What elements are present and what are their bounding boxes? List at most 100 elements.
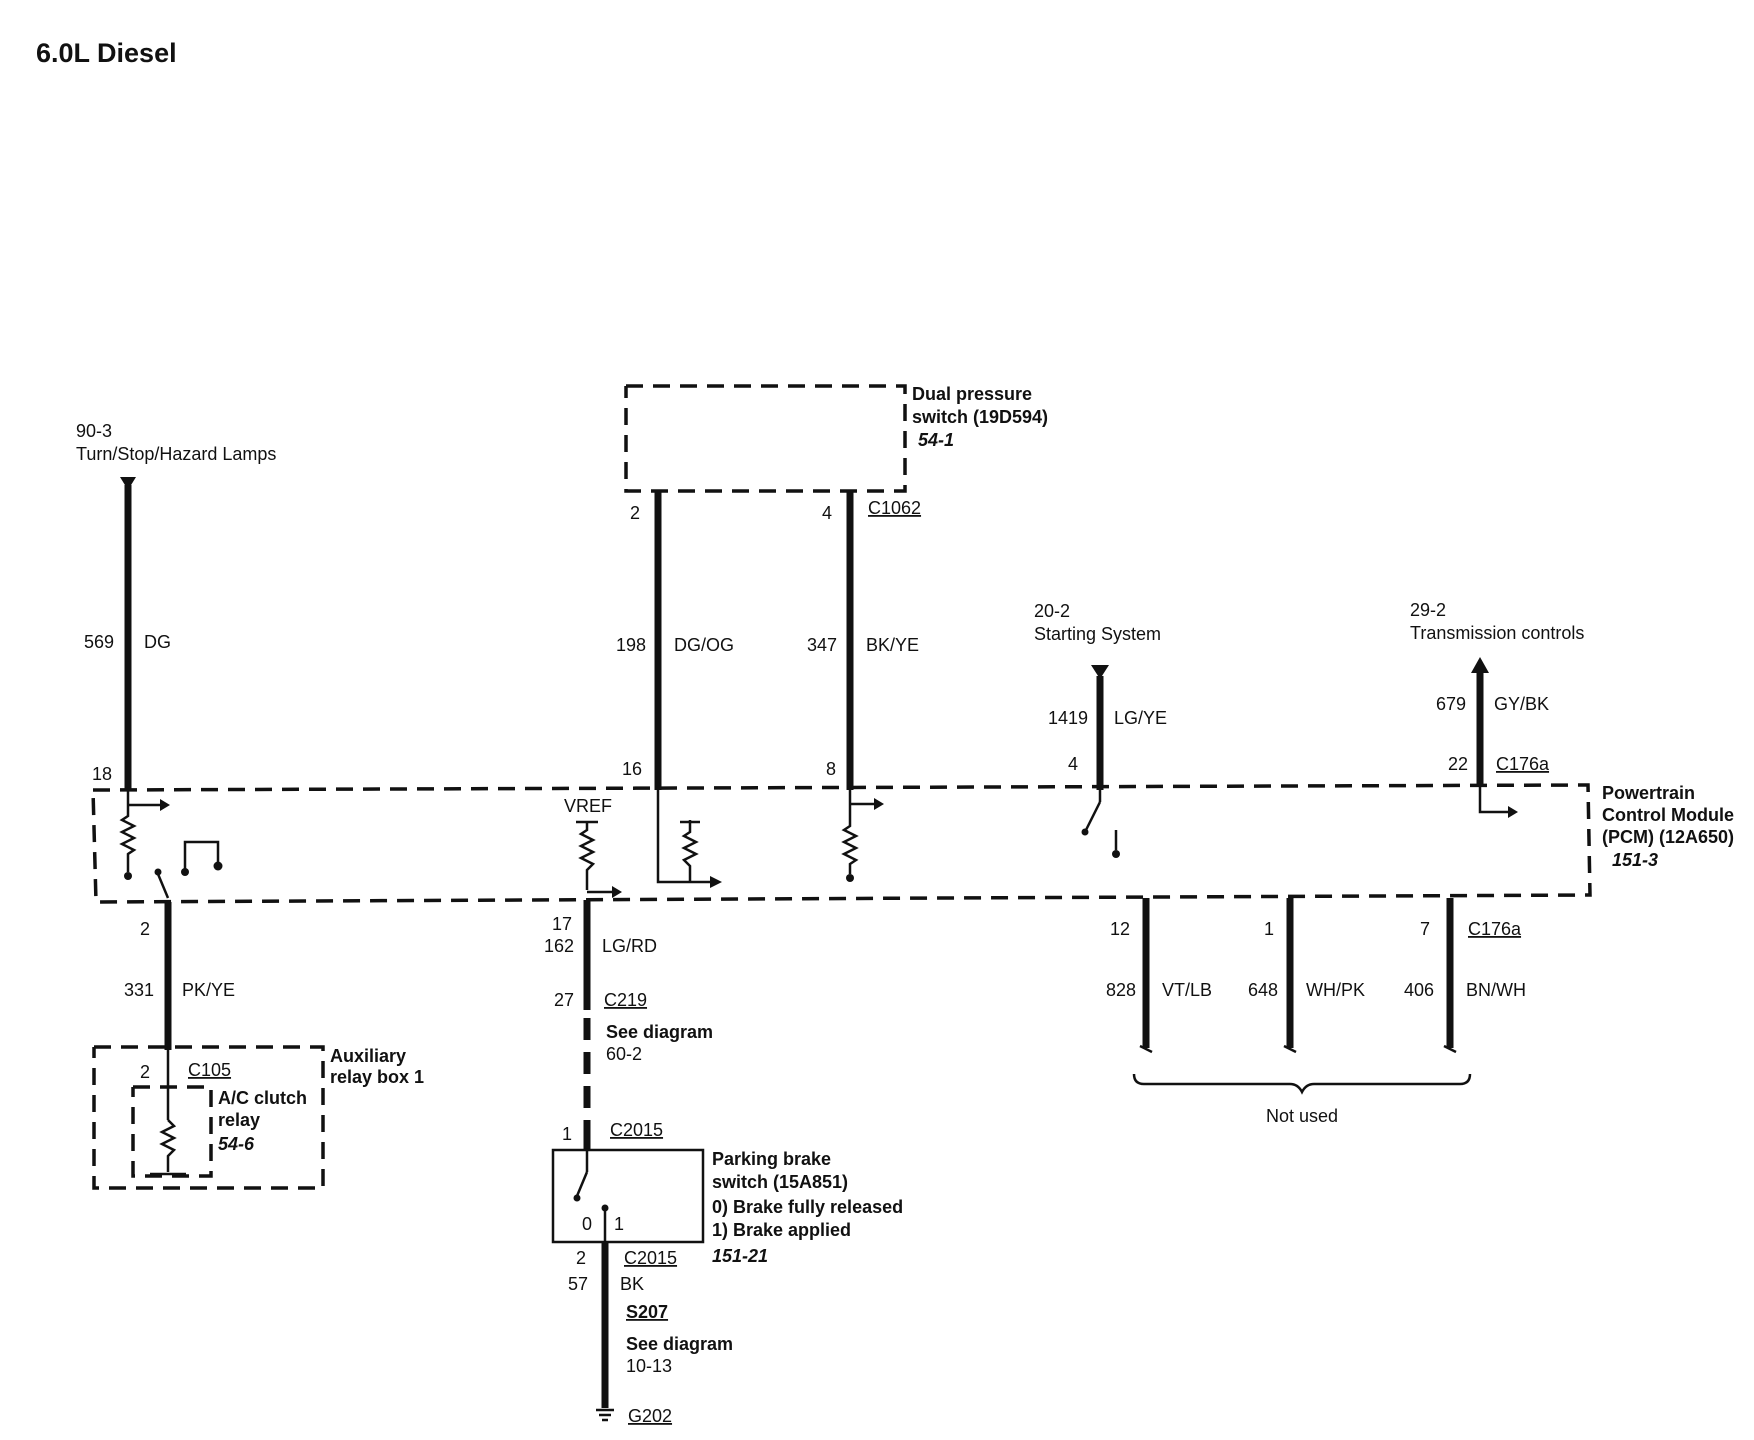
pcm-label-3: (PCM) (12A650) [1602, 827, 1734, 847]
pcm-page-ref: 151-3 [1612, 850, 1658, 870]
wire-1419-pin: 4 [1068, 754, 1078, 774]
wire-828-pin: 12 [1110, 919, 1130, 939]
ref-page-transmission: 29-2 [1410, 600, 1446, 620]
wire-198-pin-top: 2 [630, 503, 640, 523]
wire-648-end [1283, 1044, 1297, 1054]
not-used-label: Not used [1266, 1106, 1338, 1126]
ac-clutch-relay-box [131, 1085, 213, 1178]
connector-flag-icon [160, 799, 170, 811]
aux-relay-box-label-2: relay box 1 [330, 1067, 424, 1087]
wire-679-pin: 22 [1448, 754, 1468, 774]
relay-connector: C105 [188, 1060, 231, 1080]
arrow-down-icon [1091, 665, 1109, 679]
connector-flag-icon [710, 876, 722, 888]
arrow-down-icon [120, 477, 136, 490]
ref-label-turn: Turn/Stop/Hazard Lamps [76, 444, 276, 464]
splice-see-page: 10-13 [626, 1356, 672, 1376]
switch-arm [1084, 801, 1102, 831]
wire-406-color: BN/WH [1466, 980, 1526, 1000]
switch-arm [575, 1171, 589, 1197]
wire-648-circuit: 648 [1248, 980, 1278, 1000]
pcm-label-1: Powertrain [1602, 783, 1695, 803]
pcm-box [91, 783, 1592, 904]
dual-pressure-page: 54-1 [918, 430, 954, 450]
parking-brake-switch-box [551, 1148, 705, 1244]
ref-label-starting: Starting System [1034, 624, 1161, 644]
connector-c176a-top: C176a [1496, 754, 1550, 774]
ac-relay-page: 54-6 [218, 1134, 255, 1154]
switch-arm [156, 873, 170, 899]
switch-contact-icon [573, 1194, 581, 1202]
not-used-bracket [1132, 1073, 1472, 1095]
wire-57-circuit: 57 [568, 1274, 588, 1294]
pcm-internal-wire [656, 790, 710, 884]
wire-57-color: BK [620, 1274, 644, 1294]
wire-198-circuit: 198 [616, 635, 646, 655]
wire-406-pin: 7 [1420, 919, 1430, 939]
splice-see: See diagram [626, 1334, 733, 1354]
ground-g202: G202 [628, 1406, 672, 1426]
ref-page-starting: 20-2 [1034, 601, 1070, 621]
wire-648-pin: 1 [1264, 919, 1274, 939]
parking-brake-page: 151-21 [712, 1246, 768, 1266]
ground-dot-icon [124, 872, 132, 880]
wire-828-color: VT/LB [1162, 980, 1212, 1000]
parking-brake-state-1: 1) Brake applied [712, 1220, 851, 1240]
wire-347-circuit: 347 [807, 635, 837, 655]
switch-pos-0: 0 [582, 1214, 592, 1234]
wire-648-color: WH/PK [1306, 980, 1365, 1000]
switch-contact-icon [1081, 828, 1089, 836]
ground-dot-icon [213, 861, 223, 871]
wire-406-circuit: 406 [1404, 980, 1434, 1000]
wire-198-pin-pcm: 16 [622, 759, 642, 779]
ground-dot-icon [1112, 850, 1120, 858]
pcm-label-2: Control Module [1602, 805, 1734, 825]
ac-relay-label-2: relay [218, 1110, 260, 1130]
ground-dot-icon [846, 874, 854, 882]
switch-contact-icon [154, 868, 162, 876]
pcm-internal-wire [183, 840, 220, 870]
ref-page-turn: 90-3 [76, 421, 112, 441]
page-title: 6.0L Diesel [36, 38, 177, 68]
parking-brake-connector-top: C2015 [610, 1120, 663, 1140]
resistor-icon [681, 820, 699, 882]
wire-331-pin: 2 [140, 919, 150, 939]
splice-s207: S207 [626, 1302, 668, 1322]
wire-162-circuit: 162 [544, 936, 574, 956]
c219-see-page: 60-2 [606, 1044, 642, 1064]
connector-flag-icon [1508, 806, 1518, 818]
wire-347-pin-pcm: 8 [826, 759, 836, 779]
c219-name: C219 [604, 990, 647, 1010]
wire-569-pin: 18 [92, 764, 112, 784]
resistor-icon [841, 810, 859, 874]
connector-flag-icon [612, 886, 622, 898]
connector-c1062: C1062 [868, 498, 921, 518]
ref-label-transmission: Transmission controls [1410, 623, 1584, 643]
switch-pos-1: 1 [614, 1214, 624, 1234]
wire-198-color: DG/OG [674, 635, 734, 655]
wire-1419-color: LG/YE [1114, 708, 1167, 728]
wire-406-end [1443, 1044, 1457, 1054]
connector-flag-icon [874, 798, 884, 810]
wire-347-color: BK/YE [866, 635, 919, 655]
c219-see: See diagram [606, 1022, 713, 1042]
wire-828-end [1139, 1044, 1153, 1054]
vref-label: VREF [564, 796, 612, 816]
wire-331-circuit: 331 [124, 980, 154, 1000]
c219-pin: 27 [554, 990, 574, 1010]
parking-brake-label-2: switch (15A851) [712, 1172, 848, 1192]
wire-1419-circuit: 1419 [1048, 708, 1088, 728]
wire-331-color: PK/YE [182, 980, 235, 1000]
arrow-up-icon [1471, 657, 1489, 673]
switch-contact-icon [181, 868, 189, 876]
resistor-icon [119, 810, 137, 872]
pcm-internal-wire [1478, 786, 1508, 814]
wire-162-pin: 17 [552, 914, 572, 934]
parking-brake-state-0: 0) Brake fully released [712, 1197, 903, 1217]
dual-pressure-switch-box [624, 384, 907, 493]
parking-brake-connector-bottom: C2015 [624, 1248, 677, 1268]
wire-828-circuit: 828 [1106, 980, 1136, 1000]
relay-pin: 2 [140, 1062, 150, 1082]
wire-162-color: LG/RD [602, 936, 657, 956]
